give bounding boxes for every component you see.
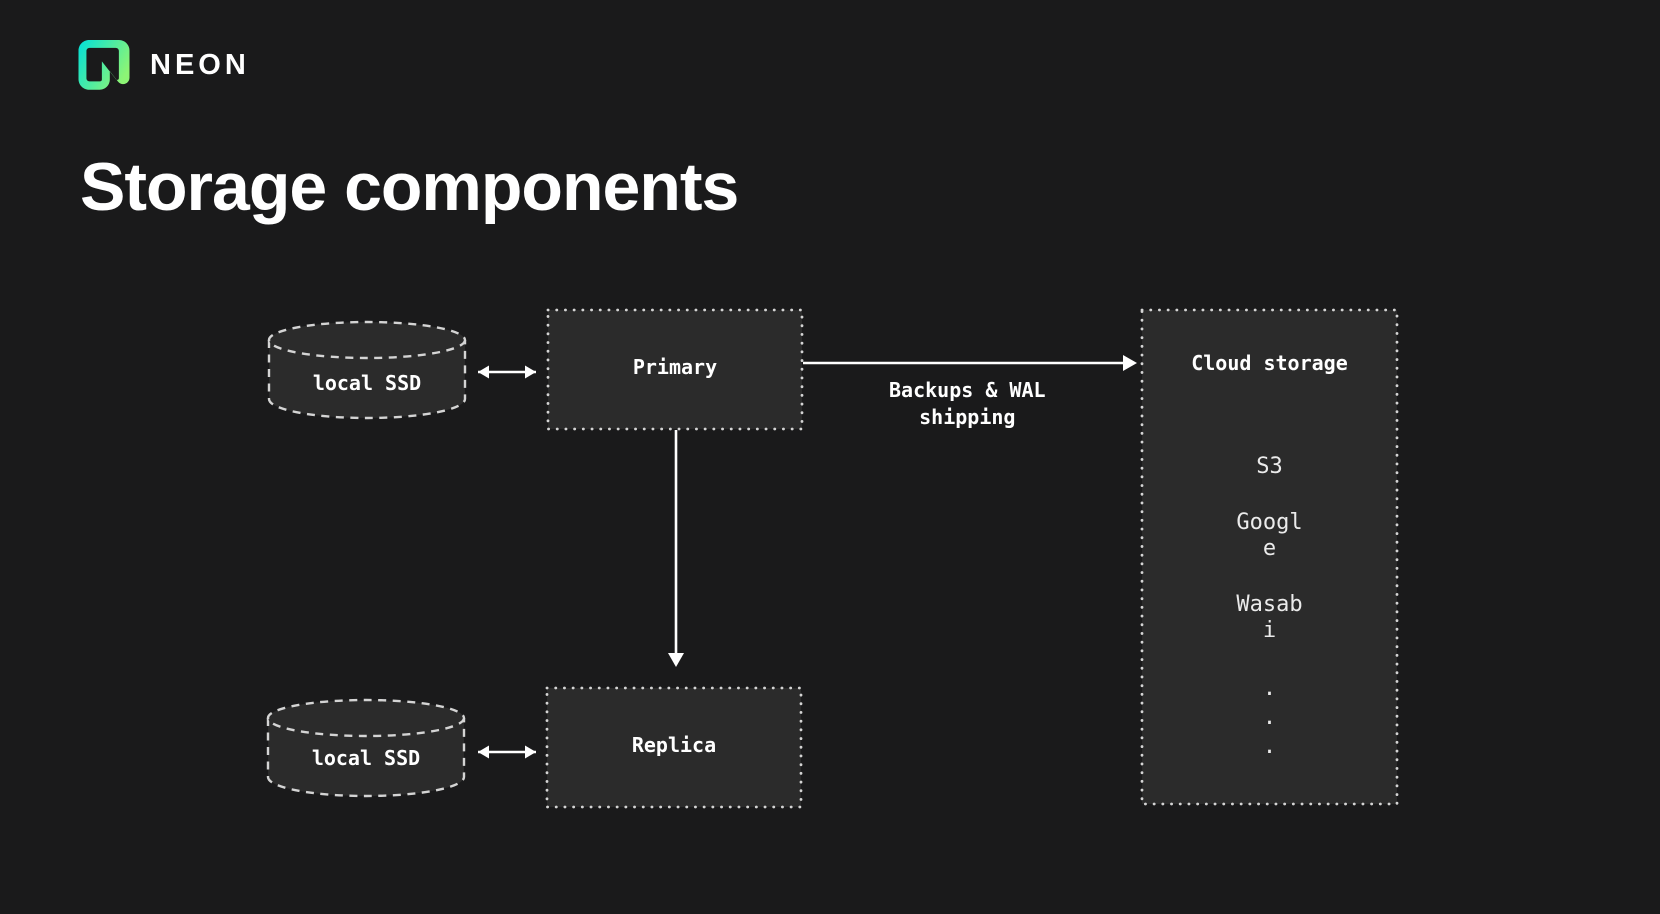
local-ssd-top-cylinder	[267, 320, 467, 420]
more-providers-indicator: . . .	[1142, 674, 1397, 761]
local-ssd-top-label: local SSD	[312, 371, 422, 395]
page-title: Storage components	[80, 149, 739, 225]
replica-label: Replica	[631, 733, 717, 757]
more-providers-dot: .	[1262, 676, 1277, 701]
cloud-provider: S3	[1256, 454, 1283, 479]
primary-label: Primary	[632, 355, 718, 379]
cloud-provider: Wasabi	[1236, 592, 1303, 643]
cloud-storage-title: Cloud storage	[1191, 351, 1348, 375]
neon-logo-icon	[78, 40, 130, 90]
backups-wal-edge-label: Backups & WAL shipping	[889, 378, 1046, 429]
cloud-storage-box	[1140, 308, 1399, 806]
more-providers-dot: .	[1262, 705, 1277, 730]
cloud-provider-list: S3 Google Wasabi . . .	[1142, 454, 1397, 761]
cloud-provider: Google	[1236, 510, 1303, 561]
brand-header: NEON	[78, 40, 250, 91]
local-ssd-bottom-cylinder	[266, 698, 466, 798]
more-providers-dot: .	[1262, 734, 1277, 759]
replica-box	[545, 686, 803, 809]
brand-wordmark: NEON	[150, 49, 250, 81]
local-ssd-bottom-label: local SSD	[311, 746, 421, 770]
primary-box	[546, 308, 804, 431]
